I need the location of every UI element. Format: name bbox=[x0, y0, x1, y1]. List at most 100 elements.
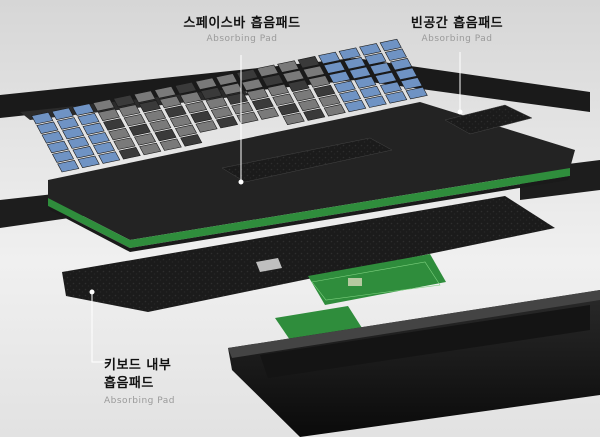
keycap bbox=[292, 89, 315, 102]
keycap bbox=[113, 94, 136, 108]
keycap bbox=[92, 99, 115, 112]
keycap bbox=[51, 107, 74, 121]
keycap bbox=[190, 110, 213, 124]
keycap bbox=[174, 81, 197, 95]
keycap bbox=[128, 123, 151, 136]
keycap bbox=[41, 131, 64, 144]
keycap bbox=[149, 119, 172, 132]
keycap bbox=[272, 93, 295, 106]
internal-absorbing-pad bbox=[62, 196, 555, 312]
keycap bbox=[97, 108, 120, 122]
keycap bbox=[133, 90, 156, 103]
keycap bbox=[261, 74, 284, 87]
keycap bbox=[144, 109, 167, 123]
callout-gap-pad: 빈공간 흡음패드 Absorbing Pad bbox=[392, 12, 522, 44]
spacebar-absorbing-pad bbox=[221, 137, 393, 183]
keycap bbox=[138, 100, 161, 113]
keycap bbox=[256, 64, 279, 78]
keycap bbox=[302, 65, 325, 79]
keyboard-deck bbox=[48, 102, 575, 252]
keycap bbox=[77, 155, 100, 169]
keycap bbox=[385, 91, 408, 104]
keycap bbox=[179, 91, 202, 104]
keycap bbox=[354, 76, 377, 89]
keycap bbox=[113, 137, 136, 150]
keycap bbox=[31, 111, 54, 125]
keycap bbox=[277, 103, 300, 116]
keycap bbox=[400, 77, 423, 90]
keycap-group bbox=[31, 38, 428, 173]
bottom-case bbox=[228, 290, 600, 437]
callout-gap-sublabel: Absorbing Pad bbox=[421, 34, 493, 44]
callout-internal-sublabel: Absorbing Pad bbox=[104, 396, 176, 406]
callout-internal-line1: 키보드 내부 bbox=[104, 358, 172, 373]
keycap bbox=[343, 57, 366, 70]
keycap bbox=[215, 73, 238, 86]
keycap bbox=[87, 132, 110, 145]
keycap bbox=[139, 142, 162, 156]
keycap bbox=[333, 80, 356, 93]
keycap bbox=[67, 136, 90, 149]
keycap bbox=[231, 102, 254, 115]
keycap bbox=[328, 70, 351, 84]
keycap bbox=[374, 71, 397, 85]
keycap bbox=[77, 112, 100, 126]
keycap bbox=[51, 150, 75, 163]
keycap bbox=[395, 67, 418, 81]
keycap bbox=[308, 75, 331, 88]
keycap bbox=[205, 96, 228, 110]
keycap bbox=[46, 140, 69, 154]
keycap bbox=[256, 107, 280, 120]
keycap bbox=[318, 94, 341, 107]
keycap bbox=[72, 146, 95, 159]
keycap bbox=[103, 118, 126, 131]
keycap bbox=[277, 60, 300, 73]
keycap bbox=[338, 90, 362, 103]
gap-absorbing-pad bbox=[444, 104, 533, 135]
keycap bbox=[287, 79, 310, 92]
callout-spacebar-label: 스페이스바 흡음패드 bbox=[183, 16, 301, 31]
keycap bbox=[108, 127, 131, 141]
keycap bbox=[323, 61, 346, 74]
keycap bbox=[282, 112, 305, 126]
keycap bbox=[185, 101, 208, 114]
leader-lines bbox=[89, 52, 463, 363]
keycap bbox=[92, 141, 116, 155]
keycap bbox=[215, 115, 239, 129]
keycap bbox=[344, 99, 367, 113]
callout-gap-label: 빈공간 흡음패드 bbox=[410, 16, 504, 31]
keycap bbox=[56, 117, 79, 130]
keycap bbox=[303, 108, 326, 121]
keycap bbox=[379, 81, 403, 94]
keycap bbox=[118, 104, 141, 117]
callout-internal-line2: 흡음패드 bbox=[104, 376, 154, 391]
keycap bbox=[174, 124, 198, 137]
keycap bbox=[359, 85, 382, 99]
keycap bbox=[169, 114, 192, 128]
keycap bbox=[36, 121, 59, 134]
keycap bbox=[226, 92, 249, 105]
keycap bbox=[313, 84, 336, 98]
keycap bbox=[72, 103, 95, 116]
keycap bbox=[133, 133, 157, 146]
callout-spacebar-sublabel: Absorbing Pad bbox=[206, 34, 278, 44]
keycap bbox=[282, 69, 305, 83]
keycap bbox=[251, 97, 274, 111]
callout-internal-pad: 키보드 내부 흡음패드 Absorbing Pad bbox=[104, 357, 214, 406]
keycap bbox=[98, 151, 121, 164]
keycap bbox=[159, 138, 182, 151]
callout-spacebar-pad: 스페이스바 흡음패드 Absorbing Pad bbox=[172, 12, 312, 44]
keycap bbox=[164, 105, 187, 118]
keycap bbox=[123, 113, 146, 127]
keycap bbox=[246, 88, 269, 101]
keycap bbox=[62, 126, 85, 140]
keycap bbox=[405, 86, 428, 100]
keycap bbox=[195, 120, 218, 133]
keycap bbox=[323, 104, 346, 117]
keycap bbox=[390, 58, 413, 71]
keycap bbox=[236, 68, 259, 82]
keycap bbox=[364, 52, 387, 66]
keycap bbox=[118, 147, 141, 160]
keycap bbox=[220, 82, 243, 96]
